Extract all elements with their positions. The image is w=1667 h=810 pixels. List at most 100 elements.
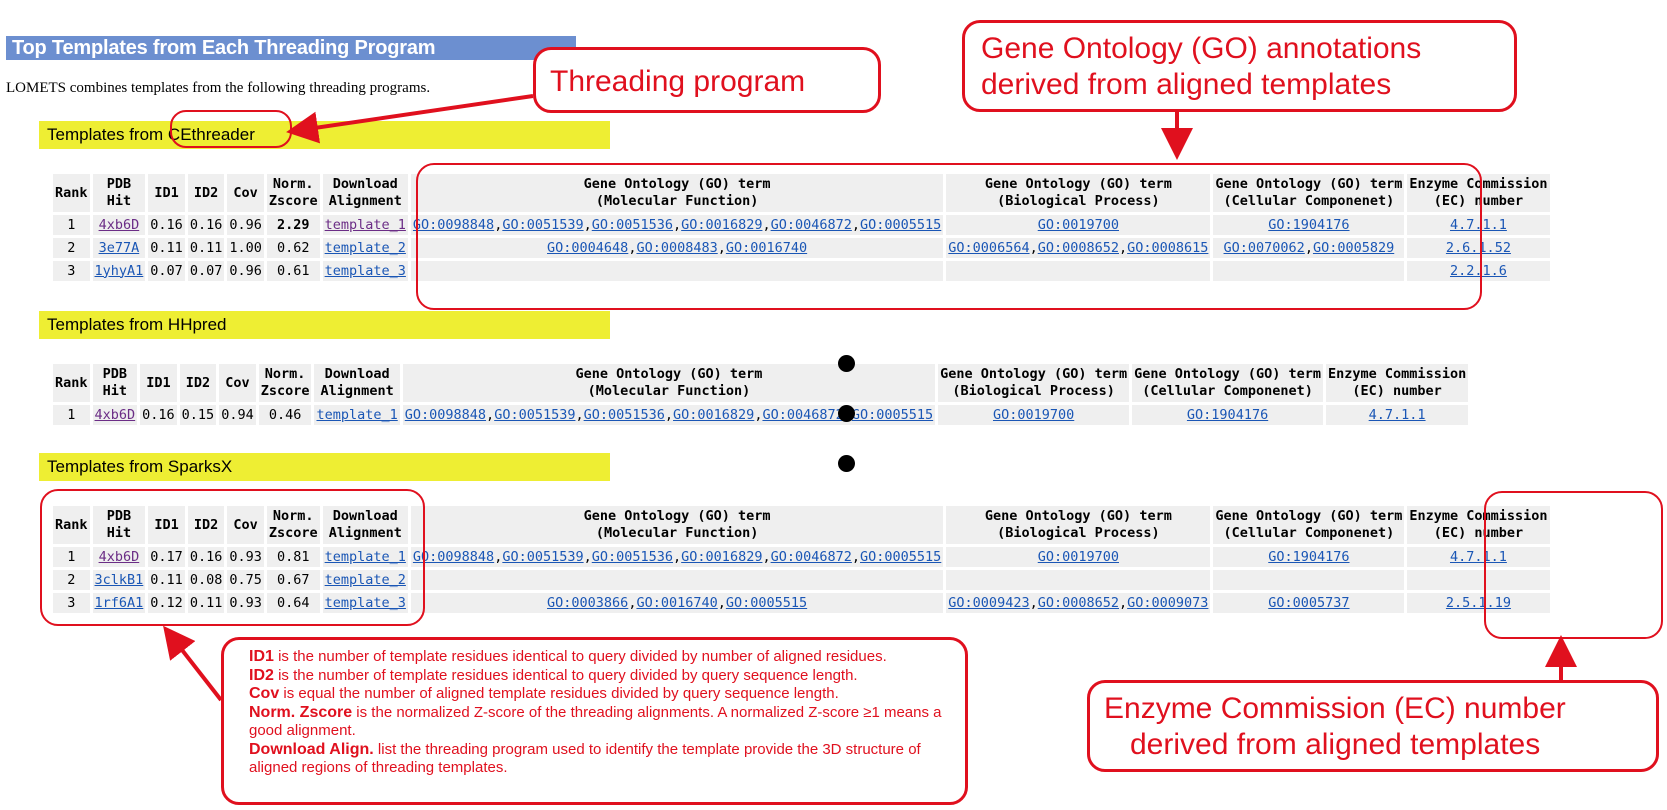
col-id1-header: ID1	[140, 364, 177, 402]
go-term-link[interactable]: GO:0008483	[636, 239, 718, 256]
col-rank-header: Rank	[53, 174, 90, 212]
col-norm-zscore-label: Zscore	[268, 525, 318, 541]
col-go-molecular-function-label: (Molecular Function)	[595, 525, 759, 541]
ec-number-link[interactable]: 2.6.1.52	[1445, 239, 1511, 256]
pdb-hit-link[interactable]: 4xb6D	[98, 548, 140, 565]
go-term-link[interactable]: GO:0006564	[948, 239, 1030, 256]
go-term-link[interactable]: GO:0051539	[494, 406, 576, 423]
download-cell: template_2	[322, 238, 408, 258]
rank-cell: 1	[53, 547, 90, 567]
go-term-link[interactable]: GO:1904176	[1268, 548, 1350, 565]
go-term-link[interactable]: GO:0005829	[1312, 239, 1395, 256]
go-term-link[interactable]: GO:0019700	[1037, 216, 1119, 233]
ec-number-link[interactable]: 4.7.1.1	[1449, 548, 1507, 565]
download-alignment-link[interactable]: template_1	[324, 216, 406, 233]
ec-number-link[interactable]: 2.2.1.6	[1449, 262, 1507, 279]
go-term-link[interactable]: GO:0008652	[1037, 594, 1119, 611]
go-term-link[interactable]: GO:0005737	[1268, 594, 1350, 611]
go-term-link[interactable]: GO:0051539	[502, 216, 584, 233]
go-term-link[interactable]: GO:0046872	[770, 548, 852, 565]
col-id1-label: ID1	[154, 184, 179, 201]
col-rank-header: Rank	[53, 506, 90, 544]
ec-number-link[interactable]: 4.7.1.1	[1368, 406, 1426, 423]
go-term-link[interactable]: GO:1904176	[1186, 406, 1269, 423]
go-term-link[interactable]: GO:0016829	[673, 406, 755, 423]
zscore-cell: 0.81	[266, 547, 320, 567]
legend-entry: Cov is equal the number of aligned templ…	[249, 685, 953, 704]
go-term-link[interactable]: GO:0051536	[583, 406, 665, 423]
go-term-link[interactable]: GO:0008652	[1037, 239, 1119, 256]
go-term-link[interactable]: GO:0009423	[948, 594, 1030, 611]
go-term-link[interactable]: GO:0016740	[636, 594, 718, 611]
go-term-link[interactable]: GO:0005515	[725, 594, 808, 611]
go-term-link[interactable]: GO:0098848	[412, 216, 495, 233]
go-cc-cell: GO:1904176	[1213, 215, 1405, 235]
go-bp-cell	[946, 261, 1211, 281]
legend-description: is the number of template residues ident…	[273, 666, 858, 684]
legend-entry: Norm. Zscore is the normalized Z-score o…	[249, 704, 953, 741]
ec-number-link[interactable]: 4.7.1.1	[1449, 216, 1507, 233]
download-alignment-link[interactable]: template_3	[324, 594, 406, 611]
download-alignment-link[interactable]: template_2	[324, 239, 406, 256]
go-cc-cell: GO:0070062,GO:0005829	[1213, 238, 1405, 258]
col-norm-zscore-label: Zscore	[268, 193, 318, 209]
go-term-link[interactable]: GO:0098848	[412, 548, 495, 565]
callout-threading-program: Threading program	[533, 47, 881, 113]
ellipsis-dot	[838, 405, 855, 422]
go-term-link[interactable]: GO:0005515	[860, 548, 942, 565]
go-term-link[interactable]: GO:1904176	[1268, 216, 1350, 233]
id2-cell: 0.15	[179, 405, 217, 425]
rank-cell: 3	[53, 593, 90, 613]
pdb-hit-link[interactable]: 3e77A	[98, 239, 140, 256]
go-term-link[interactable]: GO:0016829	[681, 548, 763, 565]
go-term-link[interactable]: GO:0005515	[851, 406, 934, 423]
go-term-link[interactable]: GO:0016829	[681, 216, 763, 233]
pdb-hit-link[interactable]: 4xb6D	[94, 406, 136, 423]
go-term-link[interactable]: GO:0005515	[860, 216, 942, 233]
go-term-link[interactable]: GO:0004648	[547, 239, 629, 256]
download-alignment-link[interactable]: template_1	[324, 548, 406, 565]
legend-entry: ID2 is the number of template residues i…	[249, 667, 953, 686]
ec-number-link[interactable]: 2.5.1.19	[1445, 594, 1511, 611]
go-term-link[interactable]: GO:0016740	[725, 239, 808, 256]
pdb-hit-link[interactable]: 4xb6D	[98, 216, 140, 233]
go-term-link[interactable]: GO:0051536	[591, 216, 674, 233]
go-term-link[interactable]: GO:0019700	[1037, 548, 1119, 565]
pdb-hit-link[interactable]: 3clkB1	[94, 571, 144, 588]
pdb-hit-link[interactable]: 1yhyA1	[94, 262, 144, 279]
col-go-cellular-component-label: (Cellular Componenet)	[1223, 525, 1395, 541]
go-term-link[interactable]: GO:0070062	[1223, 239, 1305, 256]
download-cell: template_1	[314, 405, 400, 425]
go-term-link[interactable]: GO:0051536	[591, 548, 674, 565]
go-cc-cell: GO:0005737	[1213, 593, 1405, 613]
go-term-link[interactable]: GO:0046872	[770, 216, 852, 233]
col-ec-number-header: Enzyme Commission(EC) number	[1326, 364, 1469, 402]
col-norm-zscore-label: Zscore	[260, 383, 310, 399]
section-title-sparksx: Templates from SparksX	[39, 453, 610, 481]
go-term-link[interactable]: GO:0051539	[502, 548, 584, 565]
download-cell: template_2	[322, 570, 408, 590]
col-go-molecular-function-header: Gene Ontology (GO) term(Molecular Functi…	[410, 506, 944, 544]
go-term-link[interactable]: GO:0098848	[404, 406, 487, 423]
callout-go-annotations: Gene Ontology (GO) annotations derived f…	[962, 20, 1517, 112]
pdb-hit-cell: 4xb6D	[92, 405, 138, 425]
pdb-hit-link[interactable]: 1rf6A1	[94, 594, 144, 611]
col-go-biological-process-header: Gene Ontology (GO) term(Biological Proce…	[946, 506, 1211, 544]
col-ec-number-label: Enzyme Commission	[1409, 508, 1548, 524]
go-term-link[interactable]: GO:0046872	[762, 406, 844, 423]
go-term-link[interactable]: GO:0009073	[1127, 594, 1209, 611]
download-alignment-link[interactable]: template_2	[324, 571, 406, 588]
go-term-link[interactable]: GO:0019700	[992, 406, 1075, 423]
col-go-cellular-component-label: (Cellular Componenet)	[1223, 193, 1395, 209]
legend-term: Norm. Zscore	[249, 703, 353, 721]
go-term-link[interactable]: GO:0008615	[1127, 239, 1209, 256]
download-alignment-link[interactable]: template_1	[316, 406, 398, 423]
download-alignment-link[interactable]: template_3	[324, 262, 406, 279]
go-term-link[interactable]: GO:0003866	[547, 594, 629, 611]
col-id2-label: ID2	[185, 374, 211, 391]
